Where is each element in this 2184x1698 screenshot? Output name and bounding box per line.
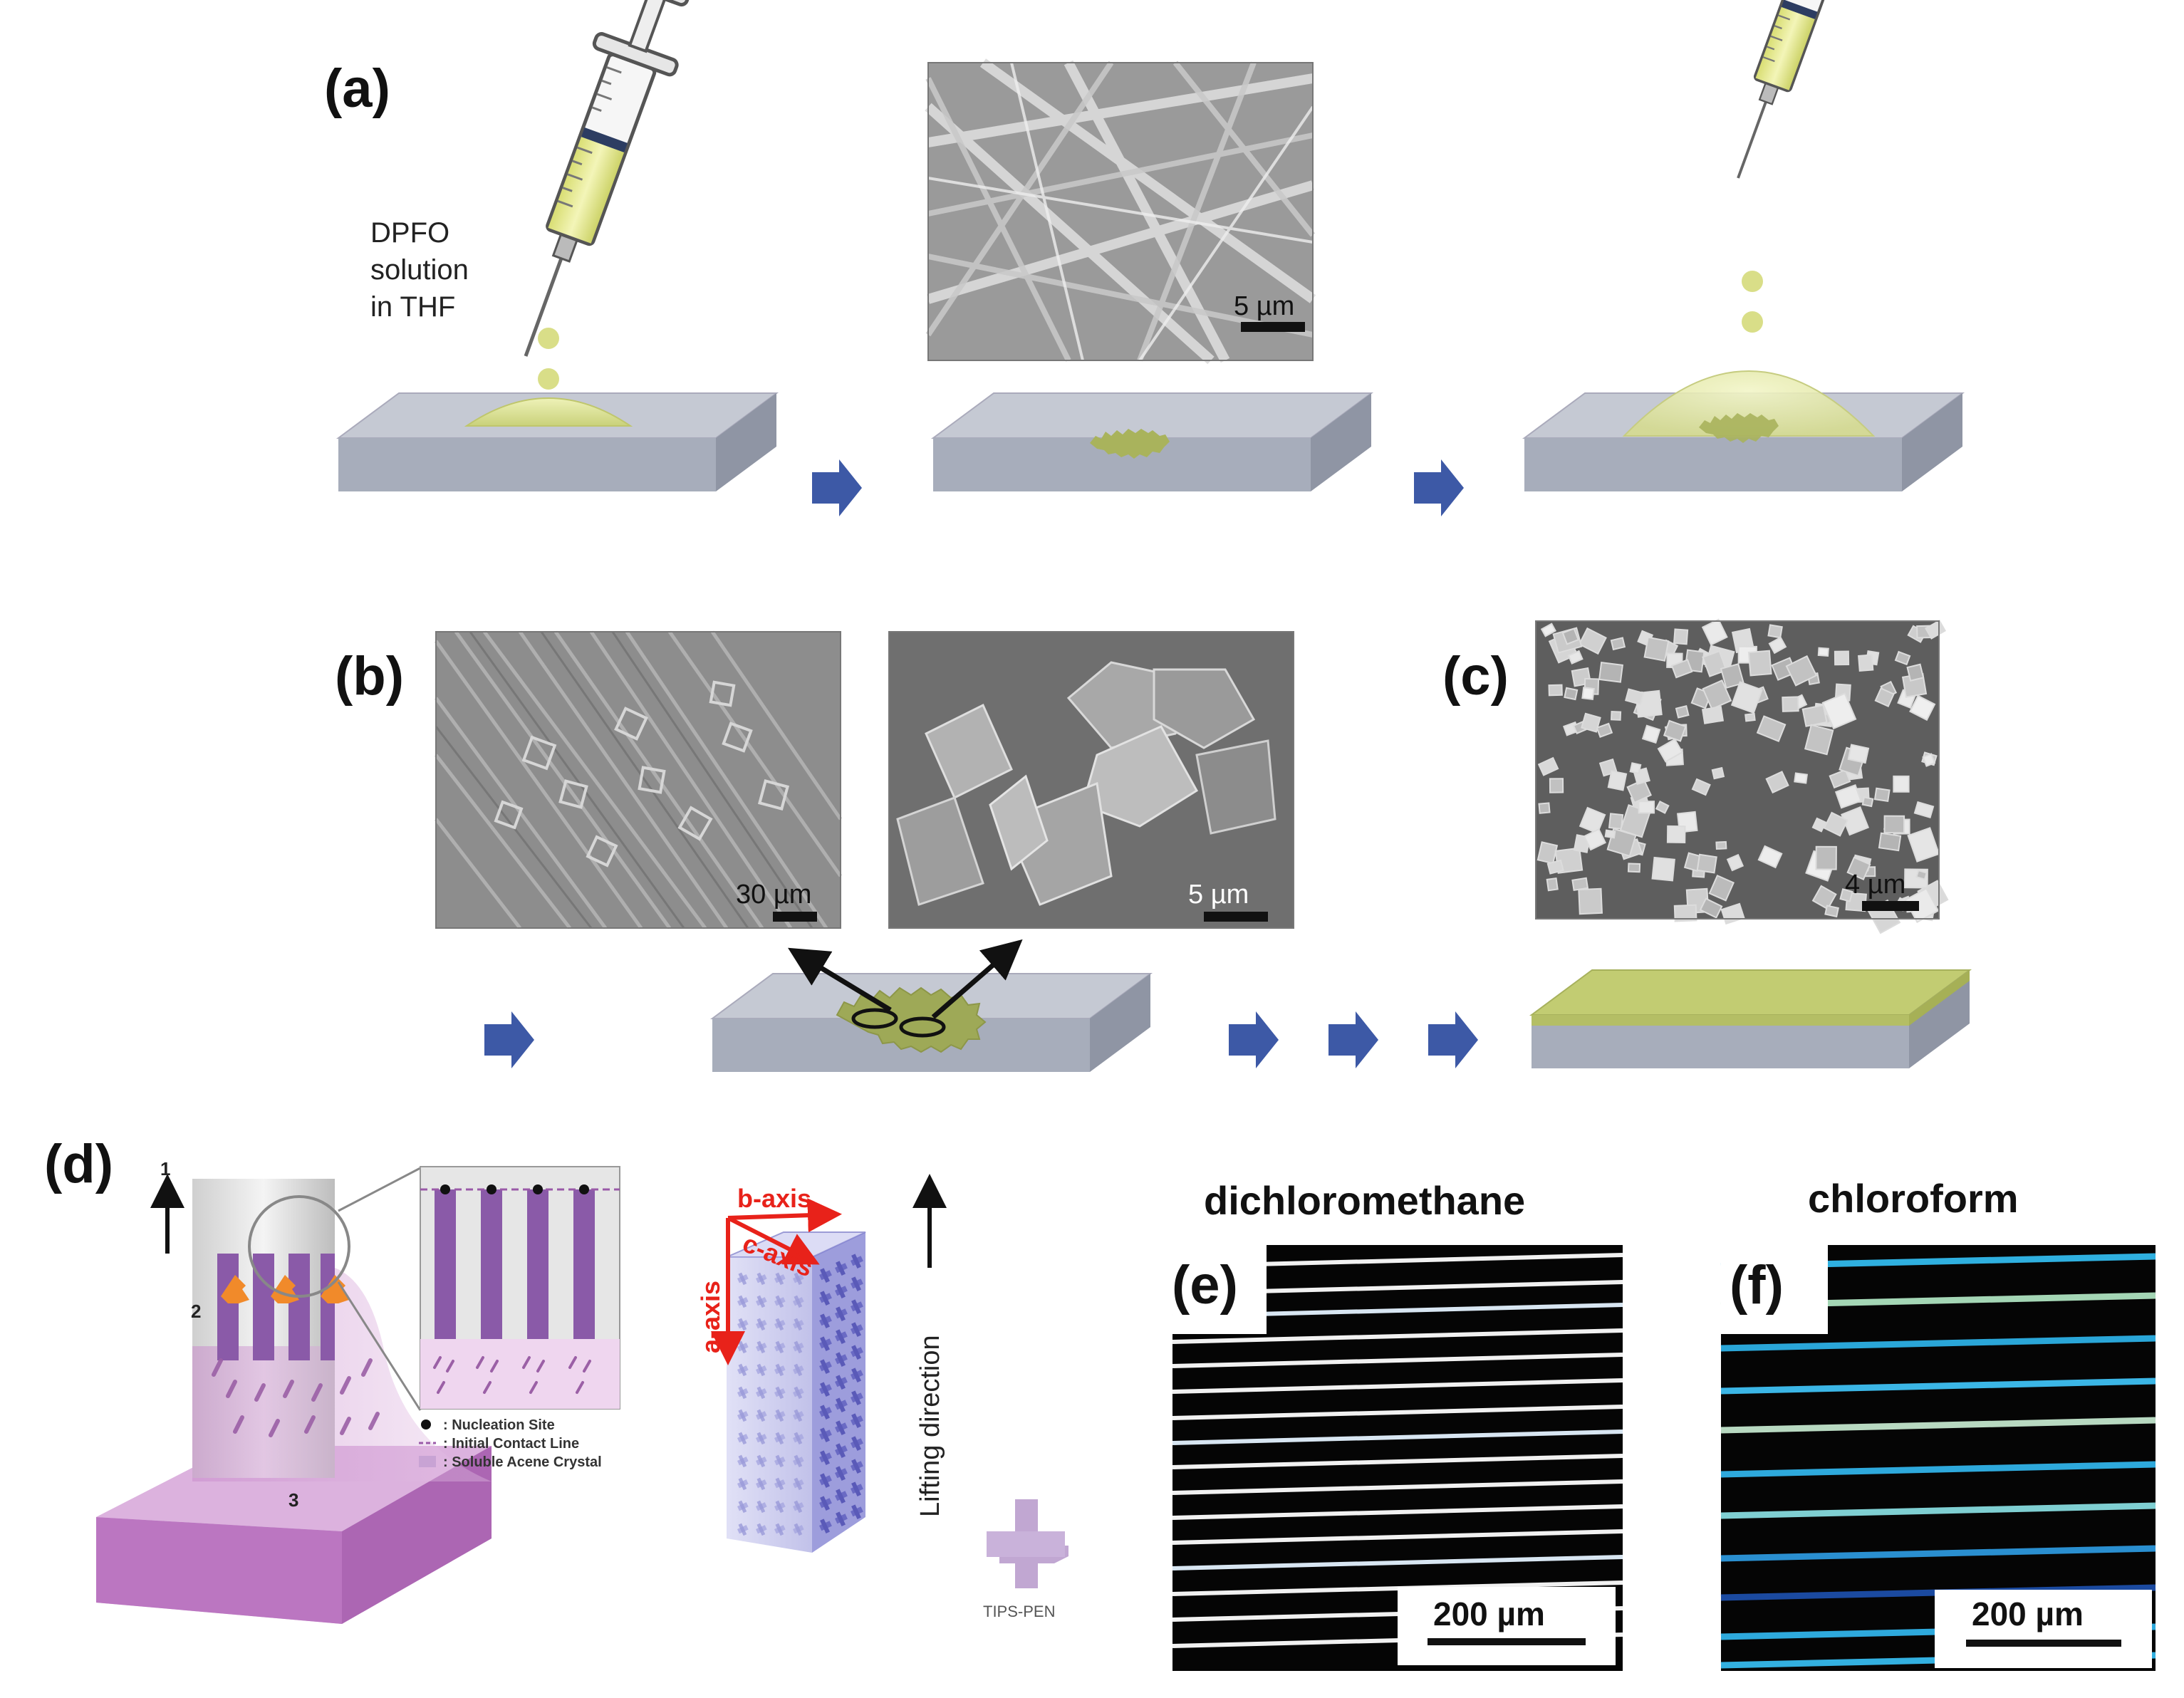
scale-bar-e-text: 200 µm	[1433, 1595, 1545, 1632]
dried-film-3	[1699, 413, 1779, 443]
syringe-2	[1705, 0, 1878, 191]
crystal-block	[726, 1231, 866, 1553]
caption-line-2: solution	[370, 254, 469, 286]
solvent-label-e: dichloromethane	[1204, 1178, 1525, 1223]
panel-label-e: (e)	[1172, 1255, 1238, 1316]
c-axis-arrow	[727, 1216, 820, 1265]
panel-label-b: (b)	[335, 646, 404, 707]
zoom-inset	[420, 1166, 620, 1410]
step-label-3: 3	[288, 1489, 298, 1511]
sample-ring-1	[851, 1008, 898, 1029]
sem-image-b-right: 5 µm	[888, 631, 1294, 929]
a-axis-label: a-axis	[696, 1281, 725, 1353]
flow-arrow-a2	[1414, 459, 1464, 516]
step-label-2: 2	[191, 1301, 201, 1322]
droplet-falling-2	[538, 368, 559, 390]
dried-film-2	[1090, 429, 1170, 459]
b-axis-arrow	[727, 1198, 842, 1233]
tips-pen-molecule-icon	[987, 1499, 1068, 1588]
flow-arrow-b2	[1229, 1011, 1279, 1068]
panel-label-c: (c)	[1442, 646, 1509, 707]
legend-d	[419, 1420, 436, 1467]
scale-bar-b-left-text: 30 µm	[736, 880, 811, 910]
micrograph-e	[1172, 1245, 1623, 1671]
flow-arrow-b4	[1428, 1011, 1478, 1068]
caption-line-3: in THF	[370, 291, 455, 323]
panel-label-f: (f)	[1730, 1255, 1784, 1316]
scale-bar-b-right-text: 5 µm	[1188, 880, 1249, 910]
syringe-1	[486, 0, 702, 371]
droplet-falling-1	[538, 328, 559, 349]
panel-label-d: (d)	[44, 1134, 113, 1194]
substrate-c	[1529, 969, 1972, 1068]
tips-pen-label: TIPS-PEN	[983, 1603, 1055, 1620]
flow-arrow-b1	[484, 1011, 534, 1068]
flow-arrow-a1	[812, 459, 862, 516]
solvent-label-f: chloroform	[1808, 1176, 2019, 1221]
sem-image-a: 5 µm	[925, 58, 1316, 365]
micrograph-f	[1720, 1245, 2156, 1671]
lifting-direction-label: Lifting direction	[915, 1335, 945, 1517]
pointer-arrow-1	[788, 947, 892, 1012]
sem-image-c: 4 µm	[1535, 618, 1949, 934]
legend-item-2: : Initial Contact Line	[443, 1436, 579, 1452]
scale-bar-c-text: 4 µm	[1845, 870, 1905, 900]
scale-bar-a-text: 5 µm	[1234, 291, 1294, 321]
flow-arrow-b3	[1328, 1011, 1378, 1068]
substrate-1	[336, 392, 779, 491]
sem-image-b-left: 30 µm	[434, 630, 843, 929]
meniscus-illustration	[96, 1167, 492, 1624]
step-label-1: 1	[160, 1158, 170, 1179]
panel-label-a: (a)	[324, 58, 390, 119]
pointer-arrow-2	[931, 939, 1023, 1019]
b-axis-label: b-axis	[737, 1184, 811, 1213]
caption-line-1: DPFO	[370, 217, 449, 249]
legend-item-1: : Nucleation Site	[443, 1417, 555, 1433]
droplet-falling-4	[1742, 311, 1763, 333]
droplet-1	[464, 397, 633, 427]
sample-ring-2	[899, 1016, 946, 1038]
scale-bar-f-text: 200 µm	[1972, 1595, 2084, 1632]
droplet-3	[1622, 370, 1876, 437]
legend-item-3: : Soluble Acene Crystal	[443, 1454, 602, 1470]
droplet-falling-3	[1742, 271, 1763, 292]
substrate-2	[930, 392, 1374, 491]
